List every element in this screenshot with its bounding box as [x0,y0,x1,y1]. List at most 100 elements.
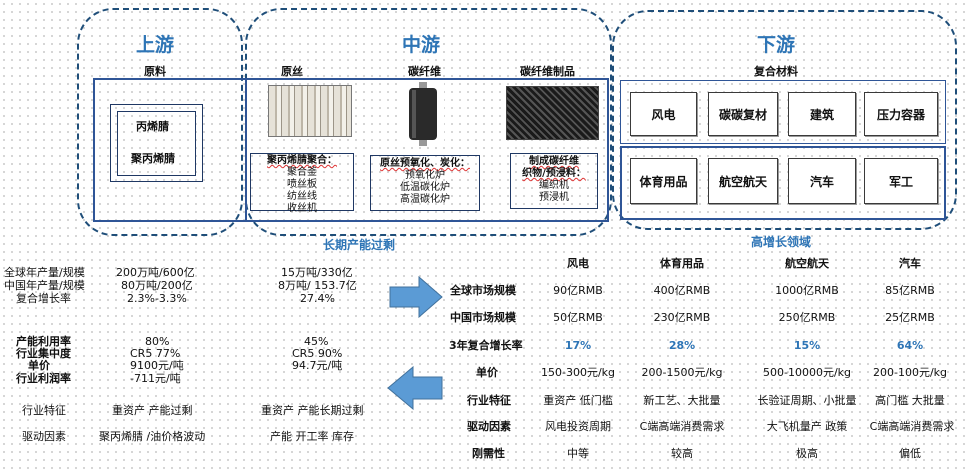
mid-col-title-2: 碳纤维制品 [520,65,575,78]
left-row-a-2-v2: 27.4% [300,292,335,305]
overcapacity-caption: 长期产能过剩 [323,238,396,252]
left-row-a-0-label: 全球年产量/规模 [4,266,85,279]
downstream-zone [612,10,957,230]
frame-divider [245,80,247,220]
mid-box-2-line-2: 编织机 [539,180,569,191]
precursor-yarn-image [268,85,352,137]
left-row-b-1-label: 行业集中度 [16,347,71,360]
right-row-2-val-2: 15% [793,339,821,352]
downstream-title: 下游 [757,34,796,56]
right-row-3-val-3: 200-100元/kg [872,366,948,379]
left-row-a-1-v2: 8万吨/ 153.7亿 [278,279,357,292]
mid-box-0-line-1: 聚合釜 [287,167,317,178]
right-row-4-label: 行业特征 [467,394,511,407]
right-row-0-val-2: 1000亿RMB [775,284,839,297]
arrow-left-icon [387,366,443,410]
right-row-1-val-3: 25亿RMB [885,311,935,324]
right-row-5-val-2: 大飞机量产 政策 [766,420,848,433]
upstream-inner-box [117,111,196,176]
right-row-3-val-0: 150-300元/kg [540,366,616,379]
left-row-c-1-v2: 产能 开工率 库存 [270,430,354,443]
left-row-b-1-v2: CR5 90% [292,347,343,360]
mid-box-1 [370,155,480,211]
arrow-right-icon [389,276,443,318]
app-box-construction: 建筑 [788,92,856,136]
left-row-a-1-v1: 80万吨/200亿 [121,279,193,292]
left-row-b-3-label: 行业利润率 [16,372,71,385]
right-header-3: 汽车 [899,257,921,270]
upstream-outer-box [110,104,203,182]
right-row-6-val-2: 极高 [796,447,818,460]
right-row-5-label: 驱动因素 [467,420,511,433]
right-row-1-val-1: 230亿RMB [653,311,711,324]
mid-box-0-line-4: 收丝机 [287,203,317,214]
left-row-c-0-v2: 重资产 产能长期过剩 [261,404,364,417]
left-row-c-0-label: 行业特征 [22,404,66,417]
right-row-4-val-2: 长验证周期、小批量 [757,394,857,407]
mid-box-2-text: 制成碳纤维 织物/预浸料： 编织机 预浸机 [510,156,598,204]
left-row-a-0-v2: 15万吨/330亿 [281,266,353,279]
mid-box-0-line-0: 聚丙烯腈聚合： [267,155,337,166]
app-box-aerospace: 航空航天 [708,158,778,204]
left-row-b-0-label: 产能利用率 [16,335,71,348]
mid-box-2-line-3: 预浸机 [539,192,569,203]
upstream-subtitle: 原料 [144,65,166,78]
mid-box-1-line-3: 高温碳化炉 [400,194,450,205]
upstream-zone [77,8,243,236]
right-row-0-val-0: 90亿RMB [553,284,603,297]
right-row-5-val-1: C端高端消费需求 [639,420,725,433]
right-row-6-val-1: 较高 [671,447,693,460]
mid-box-2-line-0: 制成碳纤维 [529,156,579,167]
left-row-b-1-v1: CR5 77% [130,347,181,360]
mid-box-0-line-2: 喷丝板 [287,179,317,190]
app-box-military: 军工 [864,158,938,204]
carbon-fabric-image [506,86,599,140]
left-row-c-0-v1: 重资产 产能过剩 [112,404,193,417]
app-box-pressure-vessel: 压力容器 [864,92,938,136]
right-row-0-label: 全球市场规模 [450,284,516,297]
mid-box-0 [250,153,354,211]
right-row-5-val-0: 风电投资周期 [545,420,611,433]
upstream-midstream-frame [93,78,609,222]
left-row-a-2-label: 复合增长率 [16,292,71,305]
left-row-b-3-v1: -711元/吨 [130,372,181,385]
right-row-1-val-2: 250亿RMB [778,311,836,324]
downstream-top-frame [620,80,946,144]
right-row-2-val-3: 64% [896,339,924,352]
mid-box-1-text: 原丝预氧化、炭化： 预氧化炉 低温碳化炉 高温碳化炉 [372,158,478,206]
left-row-a-0-v1: 200万吨/600亿 [116,266,195,279]
app-box-cc-composite: 碳碳复材 [708,92,778,136]
mid-box-2-line-1: 织物/预浸料： [522,168,586,179]
mid-col-title-0: 原丝 [281,65,303,78]
left-row-a-1-label: 中国年产量/规模 [4,279,85,292]
downstream-bottom-frame [620,146,946,220]
left-row-b-2-v1: 9100元/吨 [130,359,184,372]
downstream-subtitle: 复合材料 [754,65,798,78]
upstream-item-1: 聚丙烯腈 [131,152,175,165]
left-row-a-2-v1: 2.3%-3.3% [127,292,187,305]
right-row-1-val-0: 50亿RMB [553,311,603,324]
high-growth-caption: 高增长领域 [751,235,812,249]
right-row-3-label: 单价 [476,366,498,379]
left-row-b-2-v2: 94.7元/吨 [292,359,343,372]
app-box-sports: 体育用品 [630,158,697,204]
upstream-item-0: 丙烯腈 [136,120,169,133]
mid-box-1-line-1: 预氧化炉 [405,170,445,181]
app-box-auto: 汽车 [788,158,856,204]
app-box-wind: 风电 [630,92,697,136]
right-row-2-val-1: 28% [668,339,696,352]
right-row-6-val-0: 中等 [567,447,589,460]
left-row-c-1-label: 驱动因素 [22,430,66,443]
right-row-0-val-1: 400亿RMB [653,284,711,297]
upstream-title: 上游 [136,34,175,56]
mid-box-0-text: 聚丙烯腈聚合： 聚合釜 喷丝板 纺丝线 收丝机 [252,155,352,215]
carbon-fiber-spool-image [402,82,444,146]
right-row-5-val-3: C端高端消费需求 [869,420,955,433]
right-header-1: 体育用品 [660,257,704,270]
mid-col-title-1: 碳纤维 [408,65,441,78]
right-row-4-val-0: 重资产 低门槛 [543,394,613,407]
right-row-6-label: 刚需性 [472,447,505,460]
mid-box-1-line-2: 低温碳化炉 [400,182,450,193]
right-row-3-val-1: 200-1500元/kg [641,366,723,379]
mid-box-0-line-3: 纺丝线 [287,191,317,202]
